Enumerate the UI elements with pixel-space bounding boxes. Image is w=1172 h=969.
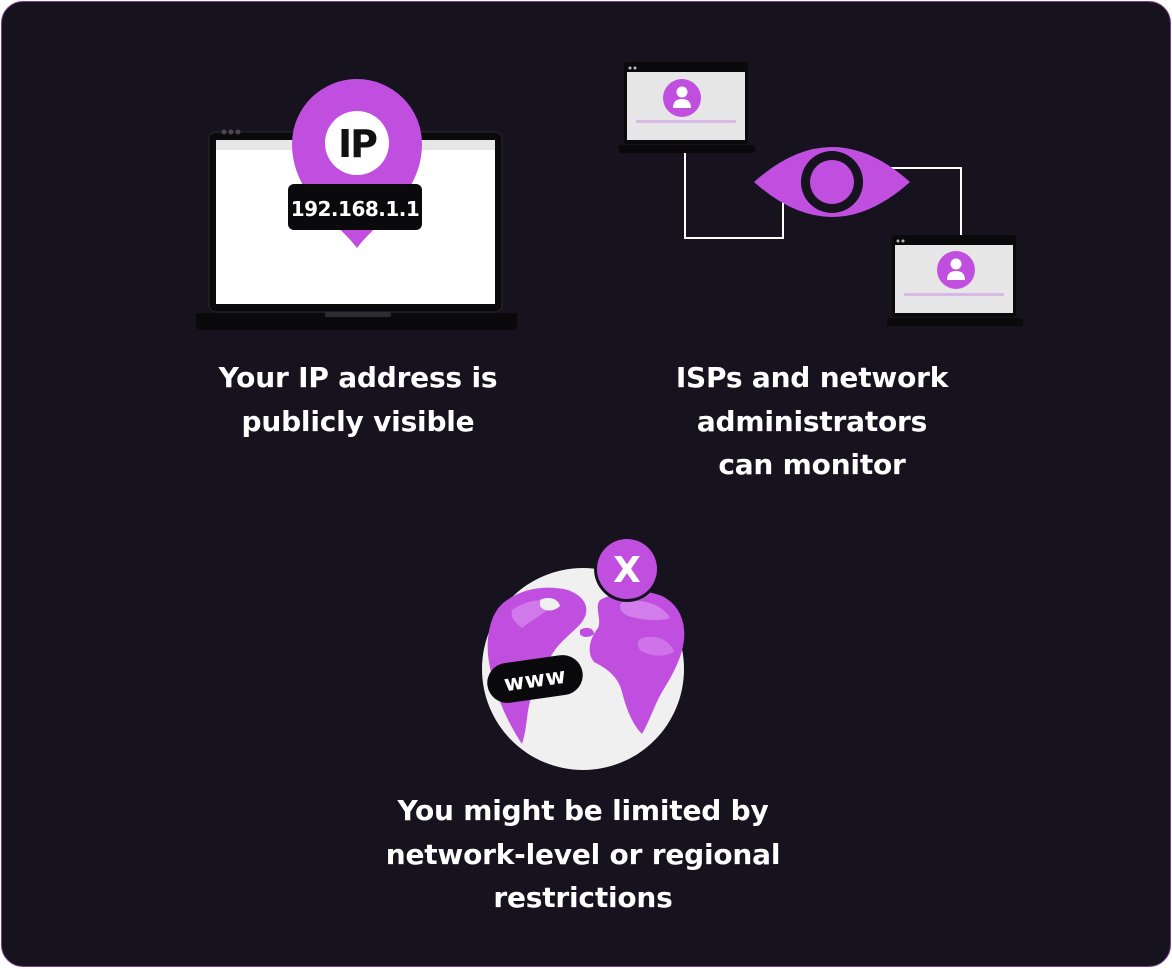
ip-visible-caption: Your IP address is publicly visible [178, 356, 538, 443]
ip-address-value: 192.168.1.1 [291, 197, 420, 221]
caption-line: publicly visible [241, 404, 475, 438]
caption-line: network-level or regional [385, 837, 781, 871]
user-icon [663, 79, 701, 117]
caption-line: administrators [696, 404, 928, 438]
caption-line: Your IP address is [218, 361, 498, 394]
network-lines [684, 150, 962, 239]
user-icon [937, 251, 975, 289]
caption-line: restrictions [493, 881, 673, 914]
globe-icon [482, 568, 685, 770]
caption-line: You might be limited by [397, 794, 769, 827]
blocked-badge-icon: X [594, 536, 660, 602]
eye-icon [754, 147, 910, 217]
laptop-icon [619, 62, 755, 153]
pin-ip-label: IP [338, 122, 377, 166]
restrictions-caption: You might be limited by network-level or… [328, 789, 838, 920]
monitoring-caption: ISPs and network administrators can moni… [632, 356, 992, 487]
url-tag: www [487, 655, 583, 703]
laptop-icon [887, 235, 1023, 326]
caption-line: ISPs and network [675, 361, 949, 394]
blocked-badge-label: X [613, 550, 641, 591]
ip-address-tag: 192.168.1.1 [288, 184, 422, 230]
caption-line: can monitor [718, 448, 906, 481]
